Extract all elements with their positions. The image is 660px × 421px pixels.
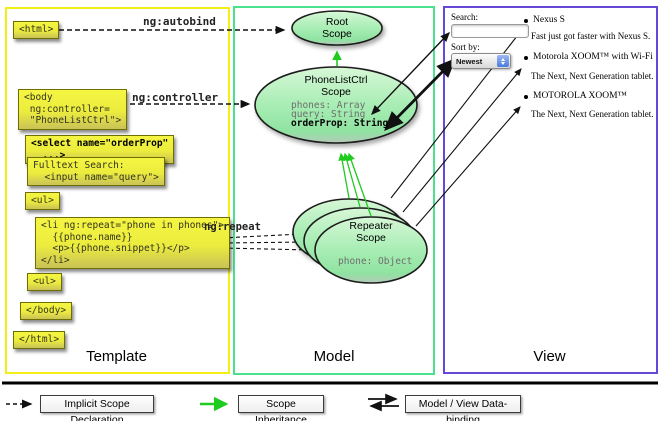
orderprop-prop: orderProp: String (291, 118, 389, 129)
phone-item-desc-2: The Next, Next Generation tablet. (531, 71, 654, 81)
scope-inheritance-arrow-repeater-3 (347, 152, 372, 217)
ng-repeat-arrow-1 (221, 231, 303, 239)
sort-select-value: Newest (456, 56, 483, 66)
ng-controller-label: ng:controller (132, 91, 219, 104)
view-column-label: View (533, 348, 566, 365)
ul-close-tag-box: <ul> (27, 273, 62, 291)
phone-item-title-2: Motorola XOOM™ with Wi-Fi (533, 52, 653, 62)
repeater-scope-ellipse-front (314, 216, 428, 284)
root-scope-title: Root Scope (322, 16, 352, 40)
fulltext-search-box: Fulltext Search: <input name="query"> (27, 157, 165, 187)
sort-select[interactable]: Newest (451, 53, 511, 69)
model-column-label: Model (313, 348, 355, 365)
item-databinding-arrow-2 (402, 68, 522, 213)
search-label: Search: (451, 12, 478, 22)
search-input[interactable] (451, 24, 529, 38)
repeater-scope-title: Repeater Scope (349, 220, 393, 244)
phone-item-desc-3: The Next, Next Generation tablet. (531, 109, 654, 119)
item-databinding-arrow-3 (415, 106, 521, 227)
sort-by-label: Sort by: (451, 42, 480, 52)
bullet-icon (524, 19, 528, 23)
ng-repeat-label: ng:repeat (204, 221, 261, 233)
ul-open-tag-box: <ul> (25, 192, 60, 210)
phones-prop: phones: Array (291, 100, 366, 111)
ng-autobind-label: ng:autobind (143, 15, 216, 28)
legend-implicit-scope-box: Implicit Scope Declaration (40, 395, 154, 421)
body-open-tag-box: <body ng:controller= "PhoneListCtrl"> (18, 89, 128, 130)
bullet-icon (524, 95, 528, 99)
phone-item-title-3: MOTOROLA XOOM™ (533, 91, 627, 101)
bullet-icon (524, 56, 528, 60)
legend-scope-inheritance-box: Scope Inheritance (238, 395, 324, 421)
ng-repeat-arrow-2 (221, 238, 309, 246)
phonelistctrl-scope-title: PhoneListCtrl Scope (304, 74, 368, 98)
template-column-label: Template (86, 348, 147, 365)
query-prop: query: String (291, 109, 366, 120)
body-close-tag-box: </body> (20, 302, 73, 320)
li-repeat-box: <li ng:repeat="phone in phones"> {{phone… (35, 217, 231, 270)
legend-databinding-box: Model / View Data-binding (405, 395, 521, 421)
phone-object-prop: phone: Object (338, 256, 413, 267)
html-close-tag-box: </html> (13, 331, 66, 349)
select-stepper-icon (497, 55, 509, 67)
scope-inheritance-arrow-repeater-2 (343, 152, 361, 208)
html-open-tag-box: <html> (13, 21, 60, 39)
scope-inheritance-arrow-repeater-1 (338, 152, 350, 199)
ng-repeat-arrow-3 (221, 246, 314, 254)
phone-item-desc-1: Fast just got faster with Nexus S. (531, 31, 651, 41)
phone-item-title-1: Nexus S (533, 15, 565, 25)
root-scope-ellipse (291, 10, 383, 46)
orderprop-databinding-arrow (384, 58, 456, 131)
